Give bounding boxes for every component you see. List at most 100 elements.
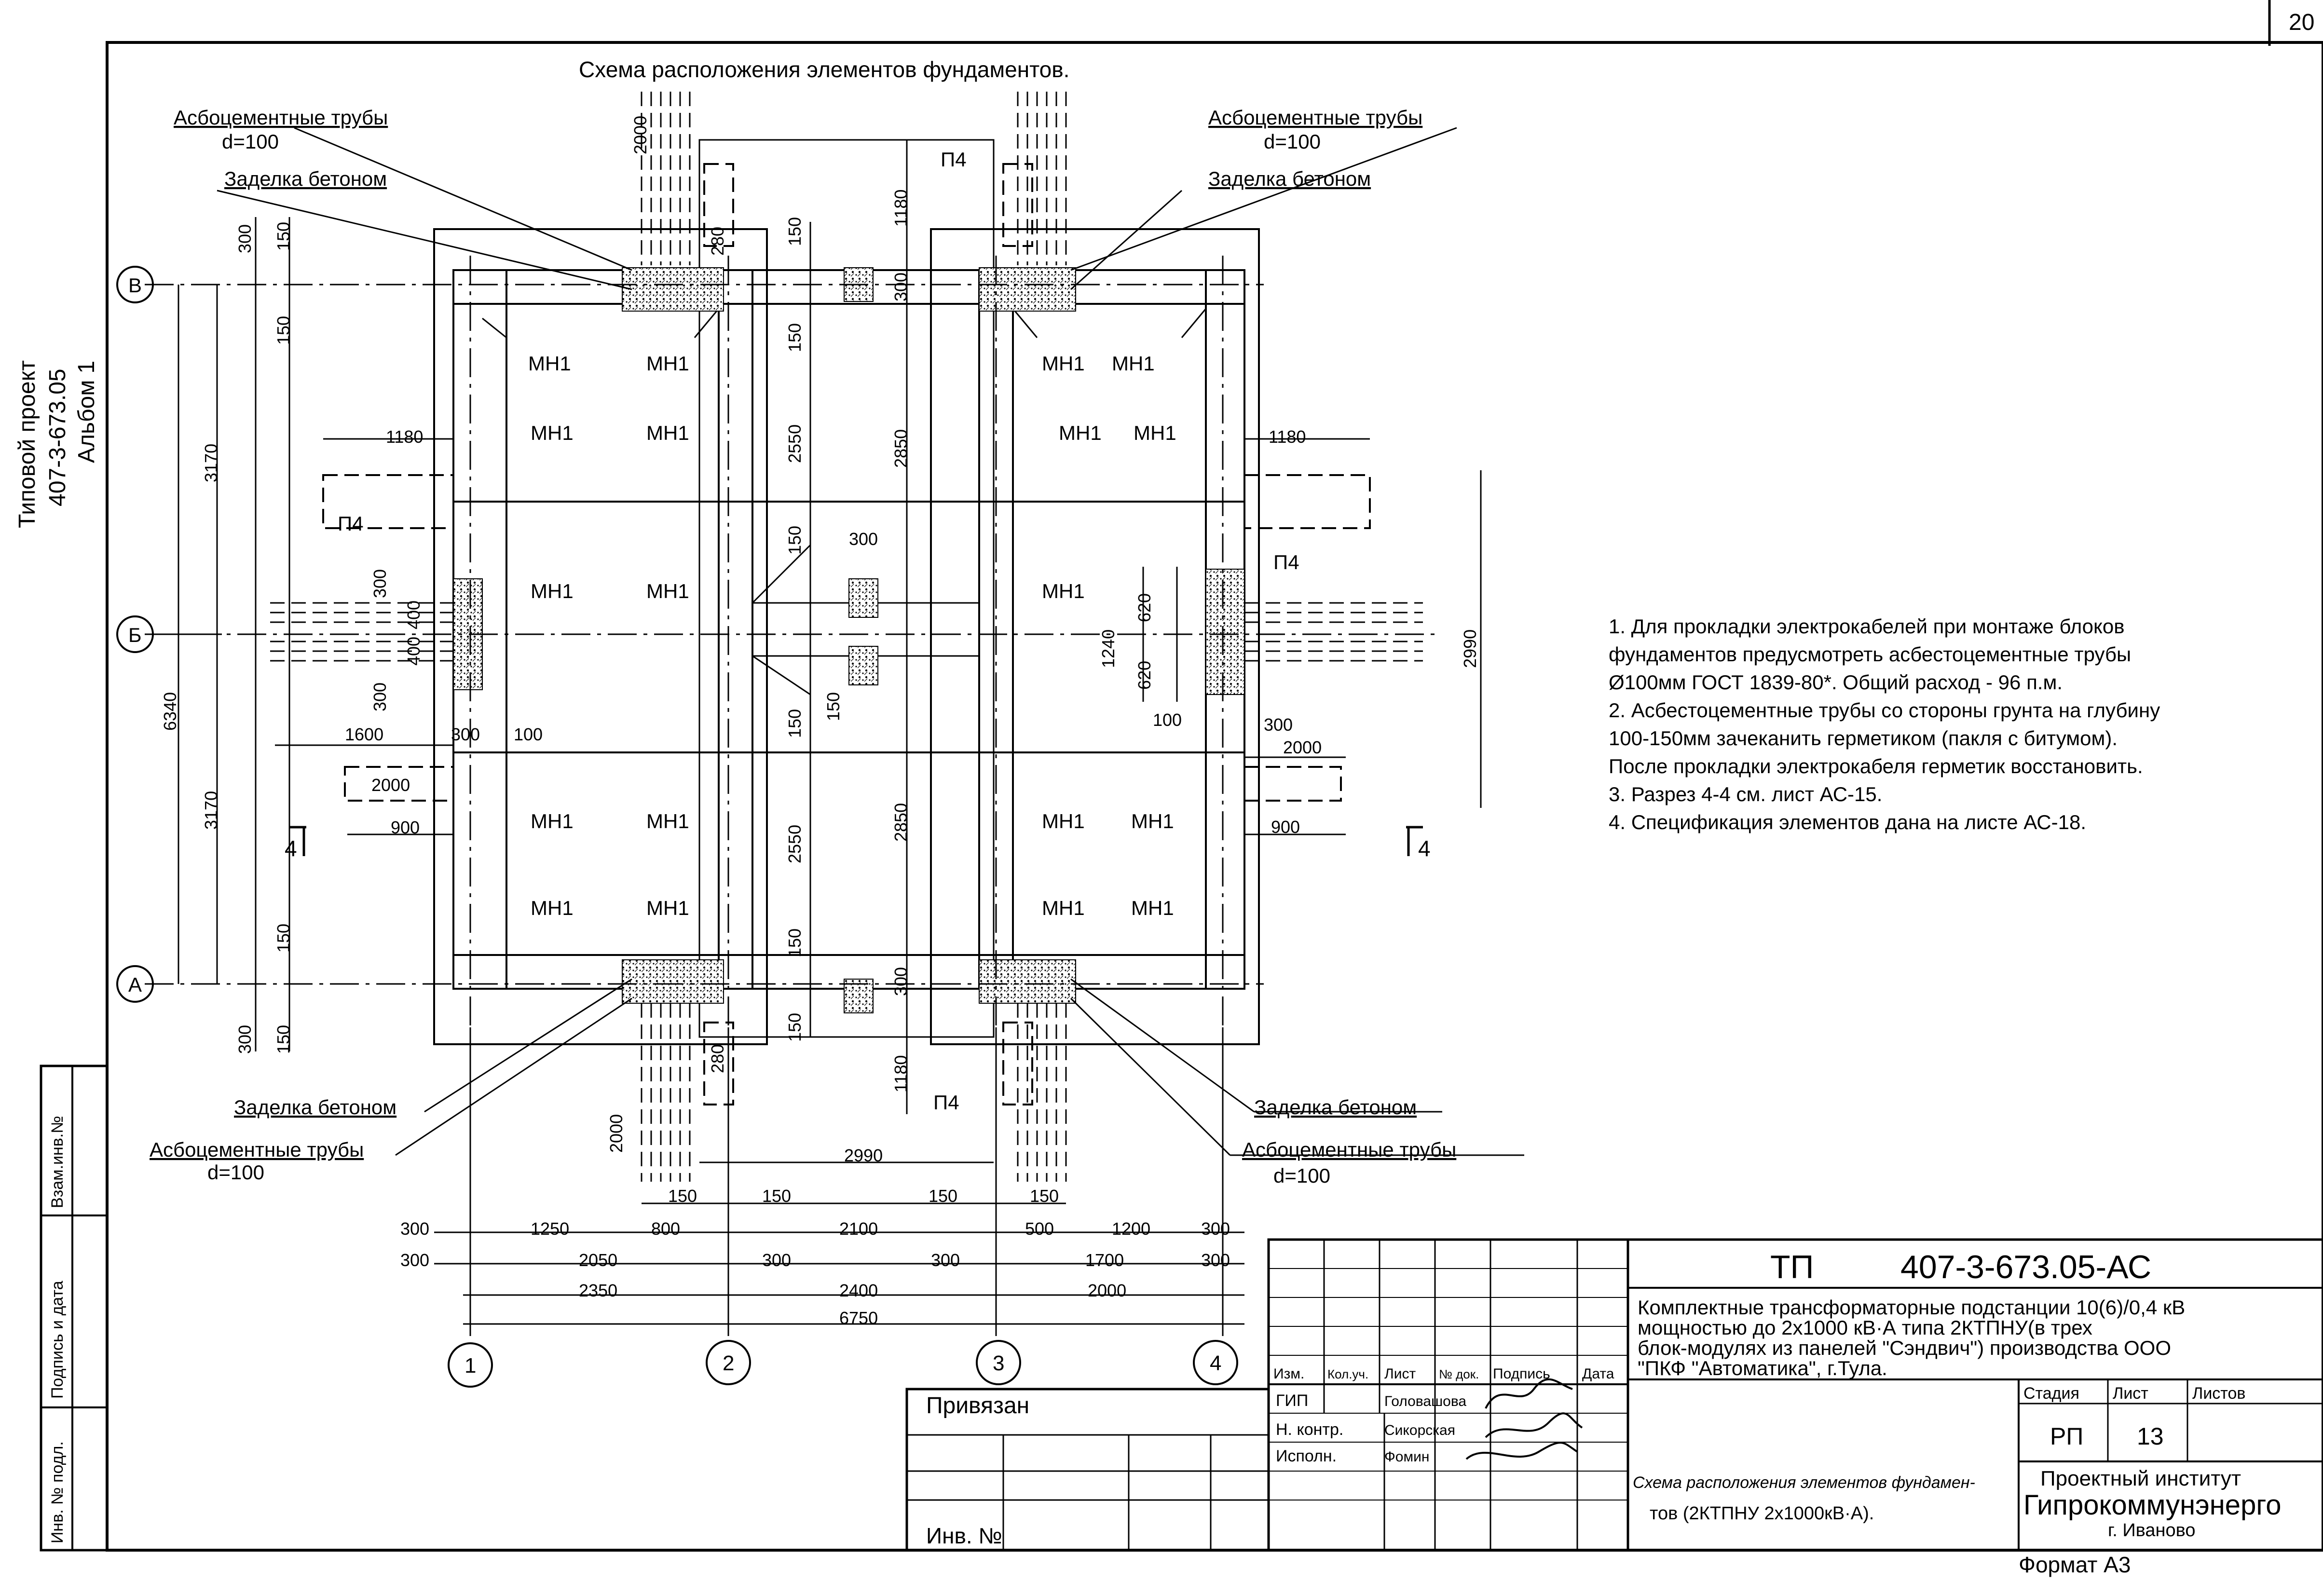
dim-1250: 1250	[531, 1219, 569, 1239]
dim-2000-bottom: 2000	[606, 1114, 626, 1153]
callout-d100-top-left: d=100	[222, 130, 279, 153]
callout-zadelka-bottom-right: Заделка бетоном	[1254, 1096, 1417, 1119]
dim-620: 620	[1134, 593, 1154, 622]
left-binding-stamp: Взам.инв.№ Подпись и дата Инв. № подл.	[40, 1064, 109, 1552]
dim-900-right: 900	[1271, 817, 1300, 837]
dim-1180-right: 1180	[1269, 427, 1306, 447]
dim-300: 300	[370, 682, 390, 711]
signature-rows: ГИП Н. контр. Исполн. Головашова Сикорск…	[1276, 1391, 1466, 1465]
dim-800: 800	[651, 1219, 680, 1239]
signature-scribbles	[1465, 1378, 1583, 1460]
project-line2: мощностью до 2х1000 кВ·А типа 2КТПНУ(в т…	[1638, 1316, 2092, 1339]
dim-2000-top: 2000	[630, 116, 650, 154]
name-gip: Головашова	[1384, 1393, 1466, 1409]
mn1-label: МН1	[1134, 422, 1176, 444]
callout-zadelka-bottom-left: Заделка бетоном	[234, 1096, 396, 1119]
stamp-vzam-inv: Взам.инв.№	[48, 1116, 67, 1208]
axis-bubble-row-a: А	[116, 965, 154, 1003]
col-koluch: Кол.уч.	[1327, 1367, 1368, 1381]
dim-150: 150	[762, 1186, 791, 1206]
dim-150: 150	[785, 323, 805, 352]
svg-text:4: 4	[1210, 1351, 1221, 1375]
format-label: Формат А3	[2019, 1552, 2131, 1577]
dim-300: 300	[891, 967, 911, 996]
dim-150: 150	[273, 222, 293, 251]
col-ndok: № док.	[1439, 1367, 1479, 1381]
dim-2990-bottom: 2990	[844, 1146, 883, 1165]
callout-zadelka-top-left: Заделка бетоном	[224, 167, 387, 190]
stamp-inv-podl: Инв. № подл.	[48, 1441, 67, 1543]
dim-300: 300	[451, 724, 480, 744]
side-label-line3: Альбом 1	[74, 361, 99, 463]
note-line: 4. Спецификация элементов дана на листе …	[1609, 811, 2087, 833]
name-ispoln: Фомин	[1384, 1449, 1429, 1465]
dim-1600: 1600	[345, 724, 383, 744]
mn1-labels: МН1 МН1 МН1 МН1 МН1 МН1 МН1 МН1 МН1 МН1 …	[528, 352, 1176, 919]
axis-bubble-col-2: 2	[706, 1340, 751, 1385]
p4-label: П4	[338, 512, 364, 535]
dim-2850-bottom: 2850	[891, 803, 911, 842]
mn1-label: МН1	[1131, 810, 1174, 832]
mn1-label: МН1	[531, 422, 574, 444]
page-number: 20	[2289, 10, 2314, 35]
dim-150: 150	[823, 692, 843, 721]
notes-block: 1. Для прокладки электрокабелей при монт…	[1609, 613, 2294, 836]
stage-label: Стадия	[2023, 1384, 2079, 1403]
dim-150: 150	[273, 316, 293, 345]
dim-150: 150	[273, 1025, 293, 1054]
p4-label: П4	[941, 148, 967, 171]
dim-150: 150	[929, 1186, 957, 1206]
svg-text:2: 2	[723, 1351, 734, 1375]
role-nkontr: Н. контр.	[1276, 1420, 1343, 1439]
title-code-prefix: ТП	[1770, 1249, 1814, 1285]
axis-bubble-row-b: Б	[116, 615, 154, 653]
dim-150: 150	[785, 217, 805, 246]
revision-table-headers: Изм. Кол.уч. Лист № док. Подпись Дата	[1273, 1366, 1614, 1382]
note-line: 2. Асбестоцементные трубы со стороны гру…	[1609, 699, 2160, 722]
callout-asbo-bottom-right: Асбоцементные трубы	[1242, 1138, 1456, 1161]
col-izm: Изм.	[1273, 1366, 1304, 1382]
dim-280-top: 280	[708, 227, 727, 256]
mn1-label: МН1	[1059, 422, 1102, 444]
callout-leaders	[217, 127, 1524, 1156]
dim-300: 300	[891, 273, 911, 301]
note-line: фундаментов предусмотреть асбестоцементн…	[1609, 643, 2132, 666]
dim-2400: 2400	[839, 1281, 878, 1300]
dim-150: 150	[668, 1186, 697, 1206]
dim-2850-top: 2850	[891, 429, 911, 468]
note-line: 3. Разрез 4-4 см. лист АС-15.	[1609, 783, 1883, 805]
dim-300: 300	[1264, 715, 1293, 735]
dim-2550-bottom: 2550	[785, 825, 805, 863]
listov-label: Листов	[2192, 1384, 2245, 1403]
title-block	[905, 1238, 2323, 1552]
col-data: Дата	[1582, 1366, 1614, 1382]
dim-1180-top: 1180	[891, 190, 911, 227]
dim-280-bottom: 280	[708, 1044, 727, 1073]
role-ispoln: Исполн.	[1276, 1447, 1337, 1465]
sheet-name-line1: Схема расположения элементов фундамен-	[1633, 1473, 1975, 1492]
mn1-label: МН1	[1131, 897, 1174, 919]
mn1-label: МН1	[531, 580, 574, 602]
dim-6340: 6340	[160, 692, 180, 731]
dim-150: 150	[785, 928, 805, 957]
dim-500: 500	[1025, 1219, 1054, 1239]
dim-2000: 2000	[1088, 1281, 1126, 1300]
svg-text:Б: Б	[128, 624, 142, 646]
dim-300: 300	[1201, 1219, 1230, 1239]
svg-text:А: А	[128, 973, 142, 996]
dim-2550-top: 2550	[785, 424, 805, 463]
dim-150: 150	[785, 1013, 805, 1042]
dim-2350: 2350	[579, 1281, 617, 1300]
callout-zadelka-top-right: Заделка бетоном	[1208, 167, 1371, 190]
mn1-label: МН1	[646, 422, 689, 444]
name-nkontr: Сикорская	[1384, 1422, 1455, 1438]
callout-d100-bottom-right: d=100	[1273, 1164, 1330, 1187]
dim-400: 400	[404, 600, 424, 629]
callout-asbo-bottom-left: Асбоцементные трубы	[150, 1138, 364, 1161]
dim-300: 300	[762, 1250, 791, 1270]
stamp-podpis-data: Подпись и дата	[48, 1281, 67, 1399]
dim-1700: 1700	[1085, 1250, 1124, 1270]
dim-3170-top: 3170	[201, 444, 221, 482]
side-label-line2: 407-3-673.05	[45, 368, 70, 506]
